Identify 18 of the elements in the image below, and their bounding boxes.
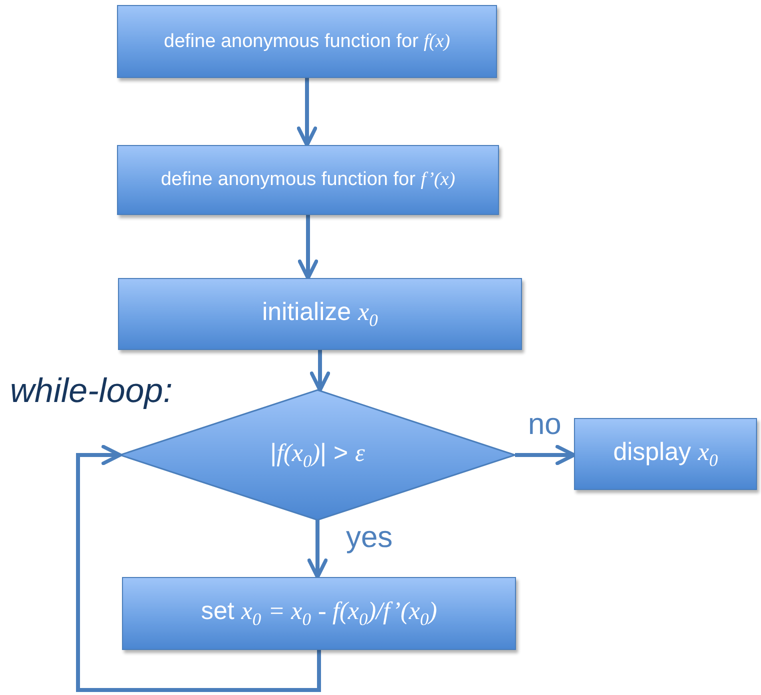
node-text: |f(x$_{0}$)| > ε [269,438,366,472]
process-box [117,145,499,215]
arrow [296,78,318,147]
node-text: set x$_{0}$ = x$_{0}$ - f(x$_{0}$)/f’(x$_{0}$) [200,597,438,630]
process-box [118,278,522,350]
arrow [310,350,330,392]
arrow [307,520,328,579]
node-text: define anonymous function for f(x) [162,30,452,52]
node-text: display x$_{0}$ [612,438,719,470]
node-text: define anonymous function for f’(x) [160,169,456,191]
process-box [122,577,516,650]
node-text: initialize x$_{0}$ [261,298,379,330]
loop-label: while-loop: [10,374,173,408]
arrow [76,444,321,692]
process-box [574,418,757,490]
arrow [515,444,576,466]
process-box [117,5,497,78]
arrow [298,215,318,280]
